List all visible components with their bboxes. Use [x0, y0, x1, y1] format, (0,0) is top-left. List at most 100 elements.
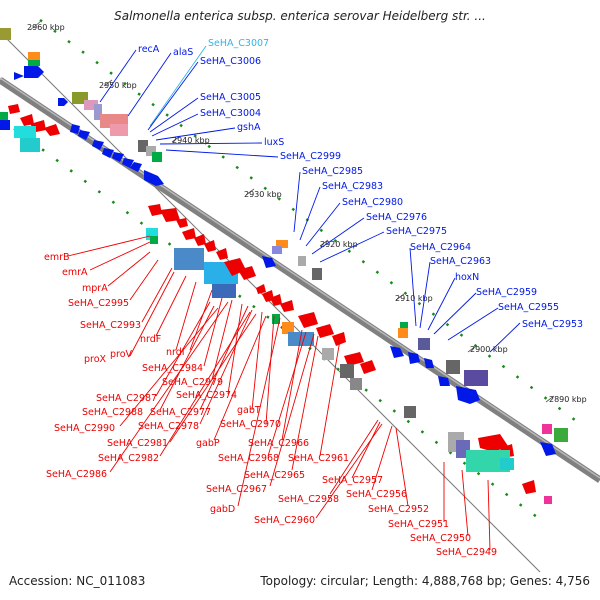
leader-line: [419, 261, 431, 329]
leader-line: [89, 241, 151, 271]
leader-line: [319, 339, 341, 457]
leader-line: [155, 275, 187, 337]
gene-arrow-forward: [24, 66, 44, 78]
gene-arrow-forward: [70, 124, 80, 134]
gene-block: [174, 248, 204, 270]
leader-line: [433, 292, 477, 335]
gene-label: SeHA_C2956: [346, 489, 407, 500]
gene-label: SeHA_C2982: [98, 453, 159, 464]
gene-label: SeHA_C2977: [150, 407, 211, 418]
leader-line: [155, 301, 211, 397]
gene-label: SeHA_C2999: [280, 151, 341, 162]
gene-arrow-reverse: [8, 104, 20, 114]
accession-text: Accession: NC_011083: [9, 574, 146, 588]
gene-block: [288, 332, 314, 346]
leader-line: [151, 113, 199, 137]
leader-line: [395, 427, 409, 507]
gene-arrow-reverse: [160, 208, 180, 222]
reverse-gene-labels: emrB emrA mprA SeHA_C2995 SeHA_C2993 nrd…: [44, 252, 497, 558]
leader-line: [293, 171, 301, 233]
gene-label: SeHA_C2987: [96, 393, 157, 404]
leader-line: [351, 421, 381, 479]
gene-label: SeHA_C2988: [82, 407, 143, 418]
leader-line: [127, 52, 172, 117]
leader-line: [267, 331, 307, 457]
gene-label: SeHA_C3004: [200, 108, 261, 119]
gene-block: [110, 124, 128, 136]
gene-block: [400, 322, 408, 330]
gene-label: SeHA_C2968: [218, 453, 279, 464]
leader-line: [149, 97, 199, 133]
gene-block: [20, 138, 40, 152]
gene-arrow-reverse: [360, 360, 376, 374]
tick-label: 2930 kbp: [244, 190, 282, 199]
gene-label: SeHA_C2957: [322, 475, 383, 486]
leader-line: [199, 309, 253, 425]
gene-label: SeHA_C2953: [522, 319, 583, 330]
gene-label: SeHA_C3006: [200, 56, 261, 67]
tick-mark: [395, 293, 405, 301]
leader-line: [147, 61, 199, 131]
reverse-strand-genes: [0, 104, 552, 504]
leader-line: [311, 217, 365, 255]
gene-arrow-forward: [14, 72, 24, 80]
gene-arrow-reverse: [44, 124, 60, 136]
gene-label: SeHA_C2964: [410, 242, 471, 253]
gene-block: [312, 268, 322, 280]
gene-label: SeHA_C2983: [322, 181, 383, 192]
gene-block: [466, 450, 510, 472]
gene-block: [464, 370, 488, 386]
gene-arrow-forward: [390, 346, 404, 358]
gene-arrow-reverse: [316, 324, 334, 338]
gene-label: SeHA_C2950: [410, 533, 471, 544]
leader-line: [227, 303, 243, 395]
leader-line: [305, 202, 341, 247]
gene-arrow-reverse: [332, 332, 346, 346]
tick-label: 2920 kbp: [320, 240, 358, 249]
gene-arrow-forward: [424, 358, 434, 368]
tick-label: 2940 kbp: [172, 136, 210, 145]
gene-block: [350, 378, 362, 390]
gene-arrow-reverse: [20, 114, 34, 126]
gene-arrow-forward: [112, 152, 124, 162]
leader-line: [251, 311, 263, 411]
reverse-label-leaders: [67, 235, 491, 551]
gene-arrow-forward: [58, 98, 68, 106]
gene-label: SeHA_C2955: [498, 302, 559, 313]
gene-label: proV: [110, 349, 133, 360]
leader-line: [189, 289, 213, 351]
gene-label: SeHA_C2967: [206, 484, 267, 495]
tick-mark: [545, 395, 555, 403]
leader-line: [299, 186, 321, 241]
gene-label: proX: [84, 354, 107, 365]
gene-block: [212, 284, 236, 298]
gene-label: SeHA_C2975: [386, 226, 447, 237]
gene-block: [146, 146, 156, 156]
gene-arrow-reverse: [204, 240, 216, 252]
gene-arrow-forward: [456, 386, 480, 404]
leader-line: [99, 49, 137, 103]
gene-label: SeHA_C2963: [430, 256, 491, 267]
leader-line: [281, 329, 303, 441]
gene-block: [0, 120, 10, 130]
gene-block: [0, 28, 11, 40]
gene-block: [282, 322, 294, 334]
forward-strand-genes: [0, 28, 568, 456]
gene-block: [446, 360, 460, 374]
gene-arrow-reverse: [256, 284, 266, 294]
leader-line: [165, 149, 279, 158]
tick-label: 2890 kbp: [549, 395, 587, 404]
gene-arrow-reverse: [194, 234, 206, 246]
leader-line: [129, 271, 175, 357]
gene-label: SeHA_C2976: [366, 212, 427, 223]
gene-label: SeHA_C2959: [476, 287, 537, 298]
gene-arrow-forward: [130, 162, 142, 172]
gene-arrow-reverse: [344, 352, 364, 366]
gene-block: [152, 152, 162, 162]
leader-line: [203, 297, 223, 367]
leader-line: [119, 307, 219, 427]
leader-line: [155, 127, 236, 141]
gene-arrow-reverse: [478, 434, 508, 452]
gene-block: [0, 112, 8, 122]
